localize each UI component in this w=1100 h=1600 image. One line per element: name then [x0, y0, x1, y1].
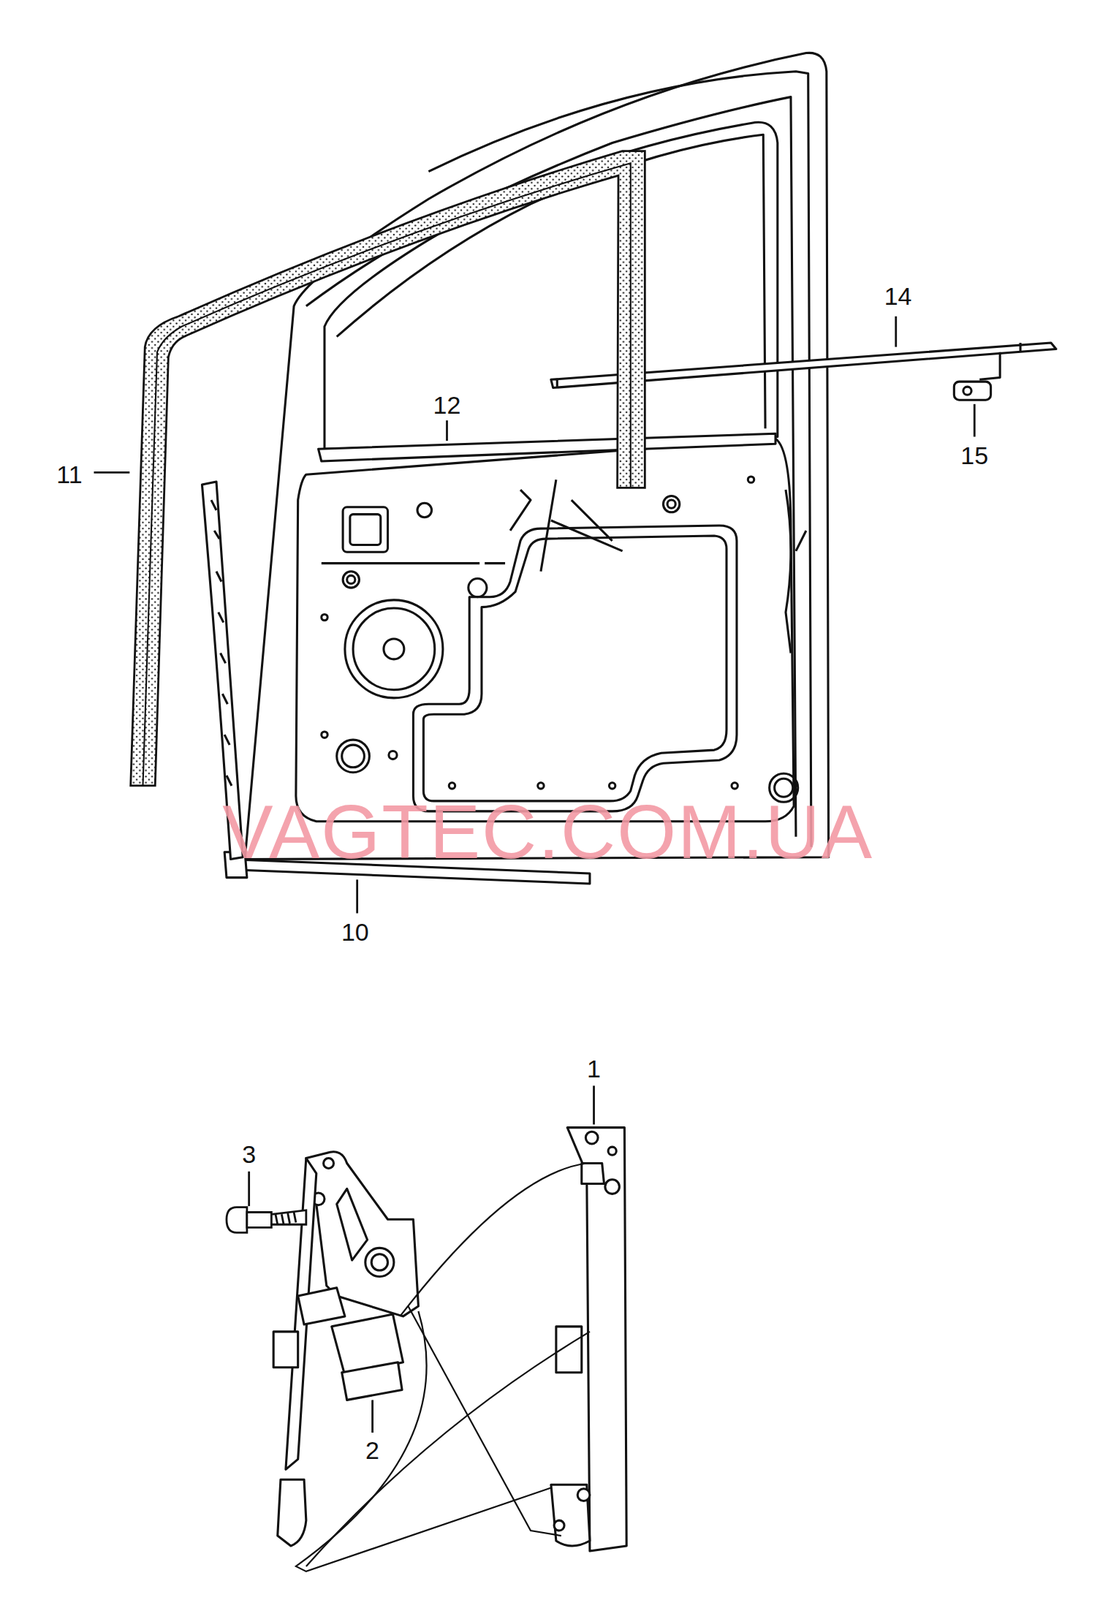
callout-number: 2: [365, 1437, 380, 1463]
callout-number: 11: [56, 461, 82, 487]
callout-number: 3: [241, 1141, 256, 1167]
callout-number: 14: [884, 283, 913, 309]
callout-number: 12: [433, 392, 462, 418]
callout-number: 1: [586, 1056, 601, 1081]
callout-number: 10: [341, 919, 370, 945]
callout-number: 15: [960, 442, 989, 468]
watermark: VAGTEC.COM.UA: [222, 793, 874, 870]
